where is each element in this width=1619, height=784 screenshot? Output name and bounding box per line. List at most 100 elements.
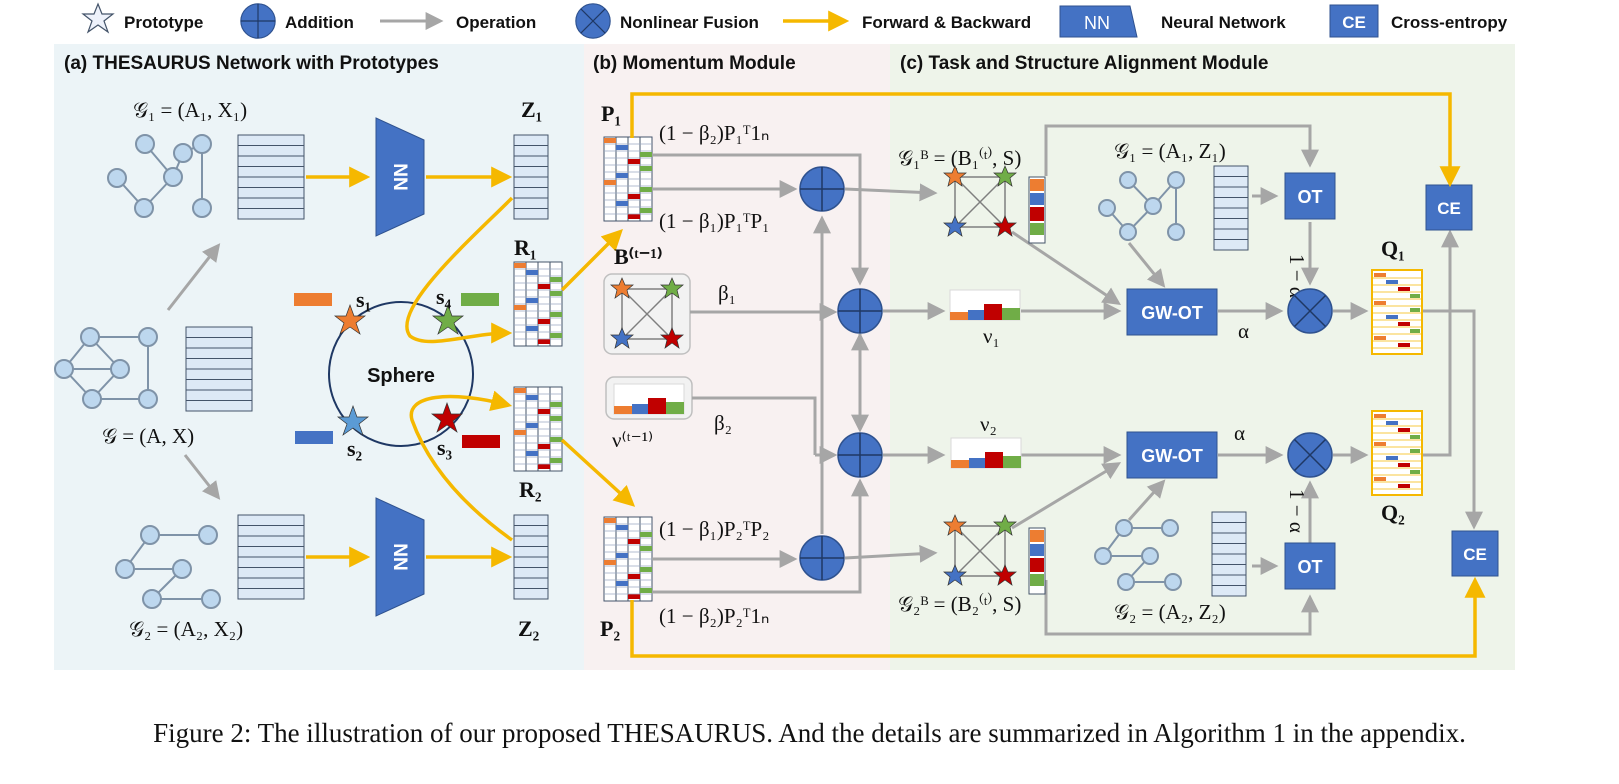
ce-box-bottom — [1451, 530, 1499, 577]
gwot-box-top — [1126, 288, 1218, 336]
prototype-s2-star-icon — [336, 404, 370, 436]
graph-g2-label: 𝒢₂ = (A₂, X₂) — [129, 617, 243, 641]
panel-a-background — [54, 44, 584, 670]
features-x — [185, 326, 253, 412]
g1b-label: 𝒢₁ᴮ = (B₁⁽ᵗ⁾, S) — [898, 146, 1021, 170]
ce-box-top — [1425, 184, 1473, 231]
graph-g1-icon — [107, 134, 212, 218]
ce-legend-icon — [1329, 4, 1379, 38]
matrix-q2 — [1371, 410, 1423, 496]
prototype-s1-star-icon — [333, 303, 367, 335]
features-x2 — [237, 514, 305, 600]
g1z-label: 𝒢₁ = (A₁, Z₁) — [1114, 139, 1226, 163]
embedding-z2-copy — [1211, 511, 1247, 597]
g2b-label: 𝒢₂ᴮ = (B₂⁽ᵗ⁾, S) — [898, 592, 1021, 616]
fusion-node-top — [1287, 288, 1333, 334]
sphere-label: Sphere — [367, 365, 435, 387]
p1-label: P₁ — [601, 101, 621, 126]
distribution-nu2 — [950, 437, 1022, 469]
distribution-nu1 — [949, 289, 1021, 321]
nn-encoder-bottom — [375, 497, 425, 617]
embedding-z1 — [513, 134, 549, 220]
ce-bottom-label: CE — [1463, 545, 1487, 564]
nu1-label: ν₁ — [983, 324, 1000, 348]
r1-label: R₁ — [514, 235, 536, 260]
ce-top-label: CE — [1437, 199, 1461, 218]
p2-label: P₂ — [600, 616, 620, 641]
q2-label: Q₂ — [1381, 500, 1405, 525]
nu-prev-label: ν⁽ᵗ⁻¹⁾ — [612, 428, 653, 452]
beta2-label: β₂ — [714, 411, 732, 435]
b-prev-label: B⁽ᵗ⁻¹⁾ — [614, 244, 662, 269]
addition-node-1 — [799, 166, 845, 212]
forward-backward-path-top — [630, 92, 1461, 188]
distribution-prev — [613, 383, 685, 415]
g2z-label: 𝒢₂ = (A₂, Z₂) — [1114, 600, 1226, 624]
nn-encoder-bottom-label: NN — [389, 543, 410, 570]
r2-label: R₂ — [519, 477, 542, 502]
legend-nn-box: NN — [1084, 13, 1110, 33]
prototype-column-bottom — [1028, 527, 1046, 595]
legend-nn: Neural Network — [1161, 13, 1286, 32]
matrix-p1 — [603, 136, 653, 222]
z2-label: Z₂ — [518, 616, 540, 641]
forward-backward-path-bottom — [630, 576, 1486, 658]
legend-ce-box: CE — [1342, 13, 1366, 32]
prototype-star-icon — [81, 2, 115, 34]
alpha-top-label: α — [1238, 319, 1249, 343]
legend-addition: Addition — [285, 13, 354, 32]
beta1-label: β₁ — [718, 281, 736, 305]
ot-top-label: OT — [1298, 187, 1323, 207]
s4-label: s₄ — [436, 284, 452, 309]
p1-top-expr: (1 − β₂)P₁ᵀ1ₙ — [659, 121, 769, 145]
legend: Prototype Addition Operation Nonlinear F… — [81, 2, 1508, 39]
q1-label: Q₁ — [1381, 236, 1405, 261]
legend-forward: Forward & Backward — [862, 13, 1031, 32]
nn-encoder-top — [375, 117, 425, 237]
s2-label: s₂ — [347, 436, 363, 461]
p1-bottom-expr: (1 − β₁)P₁ᵀP₁ — [659, 209, 769, 233]
one-minus-alpha-bottom: 1 − α — [1285, 489, 1309, 533]
legend-ce: Cross-entropy — [1391, 13, 1508, 32]
addition-node-2 — [837, 288, 883, 334]
z1-label: Z₁ — [521, 97, 542, 122]
nonlinear-fusion-icon — [575, 3, 611, 39]
s3-label: s₃ — [437, 435, 453, 460]
gwot-bottom-label: GW-OT — [1141, 446, 1203, 466]
p2-top-expr: (1 − β₁)P₂ᵀP₂ — [659, 517, 769, 541]
legend-nonlinear: Nonlinear Fusion — [620, 13, 759, 32]
matrix-p2 — [603, 516, 653, 602]
addition-node-4 — [799, 535, 845, 581]
graph-g1-label: 𝒢₁ = (A₁, X₁) — [133, 98, 247, 122]
gwot-box-bottom — [1126, 431, 1218, 479]
addition-node-3 — [837, 432, 883, 478]
panel-a-title: (a) THESAURUS Network with Prototypes — [64, 53, 439, 74]
panel-c: 𝒢₁ᴮ = (B₁⁽ᵗ⁾, S) 𝒢₁ = (A₁, Z₁) OT 1 − α … — [844, 124, 1499, 636]
ot-bottom-label: OT — [1298, 557, 1323, 577]
addition-icon — [240, 3, 276, 39]
s1-label: s₁ — [356, 287, 371, 312]
p2-bottom-expr: (1 − β₂)P₂ᵀ1ₙ — [659, 604, 769, 628]
sphere — [328, 301, 474, 447]
graph-g-icon — [54, 327, 158, 409]
panel-a: 𝒢₁ = (A₁, X₁) NN Z₁ 𝒢 = (A, X) — [54, 97, 636, 641]
nn-legend-icon — [1059, 5, 1138, 38]
matrix-r2 — [513, 386, 563, 472]
legend-operation: Operation — [456, 13, 536, 32]
embedding-z2 — [513, 514, 549, 600]
matrix-r1 — [513, 261, 563, 347]
graph-g1z-icon — [1098, 171, 1185, 241]
prototype-s4-star-icon — [431, 303, 465, 335]
alpha-bottom-label: α — [1234, 421, 1245, 445]
fusion-node-bottom — [1287, 432, 1333, 478]
panel-b: P₁ (1 − β₂)P₁ᵀ1ₙ (1 − β₁)P₁ᵀP₁ B⁽ᵗ⁻¹⁾ β₁… — [600, 101, 883, 641]
prototype-column-top — [1028, 176, 1046, 244]
matrix-q1 — [1371, 269, 1423, 355]
nn-encoder-top-label: NN — [389, 163, 410, 190]
ot-box-top — [1284, 172, 1336, 220]
graph-g-label: 𝒢 = (A, X) — [102, 424, 194, 448]
figure-caption: Figure 2: The illustration of our propos… — [153, 718, 1466, 748]
gwot-top-label: GW-OT — [1141, 303, 1203, 323]
legend-prototype: Prototype — [124, 13, 203, 32]
